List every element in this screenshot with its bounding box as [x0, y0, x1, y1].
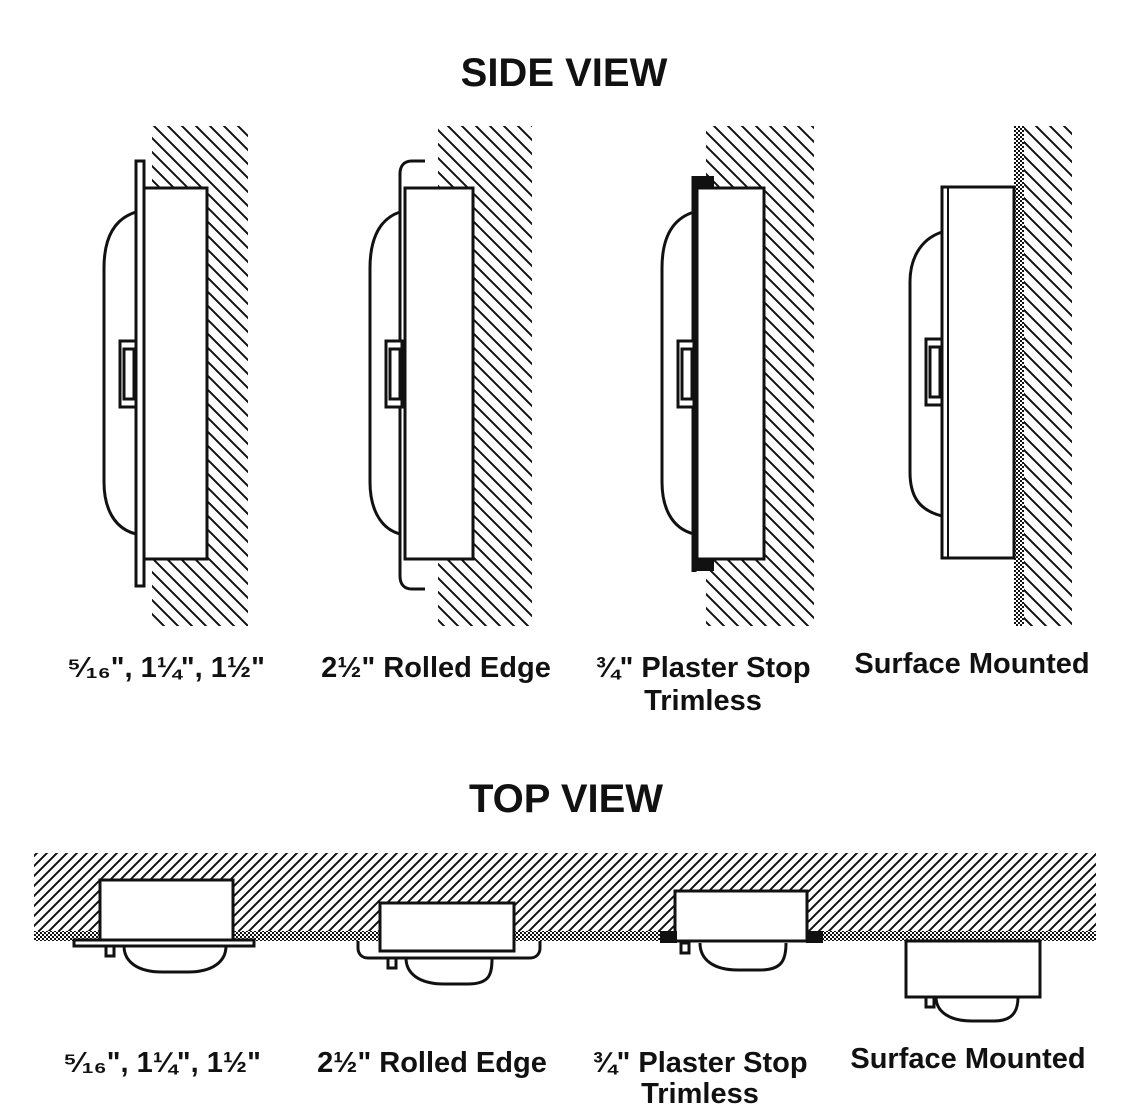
door-profile [908, 230, 943, 518]
rolled-edge-trim [356, 941, 542, 960]
side-view-rolled-edge [368, 126, 532, 626]
top-label-rolled-edge: 2½" Rolled Edge [317, 1047, 547, 1079]
side-label-rolled-edge: 2½" Rolled Edge [321, 652, 551, 684]
door-profile [404, 957, 494, 986]
plaster-stop-left [660, 931, 677, 943]
plaster-stop-bottom [692, 559, 714, 571]
top-label-plaster-stop-line2: Trimless [641, 1078, 759, 1110]
door-handle [386, 956, 398, 970]
wall-hatch [1022, 126, 1072, 626]
cabinet-box [378, 901, 516, 953]
door-profile [698, 942, 788, 972]
cabinet-box [695, 186, 766, 561]
top-label-surface-mounted: Surface Mounted [850, 1043, 1085, 1075]
top-label-plaster-stop-line1: ¾" Plaster Stop [592, 1047, 807, 1079]
side-view-heading: SIDE VIEW [461, 51, 668, 95]
top-label-flush-flange: ⁵⁄₁₆", 1¼", 1½" [63, 1047, 261, 1079]
door-handle [679, 941, 691, 955]
door-handle-inner [388, 347, 402, 401]
door-handle [104, 944, 116, 958]
cabinet-box [940, 185, 1016, 560]
door-profile [122, 945, 228, 974]
side-view-plaster-stop [660, 126, 814, 626]
cabinet-box [403, 186, 475, 561]
cabinet-box [98, 878, 235, 942]
door-profile [660, 210, 695, 536]
door-profile [368, 210, 401, 536]
side-label-flush-flange: ⁵⁄₁₆", 1¼", 1½" [67, 652, 265, 684]
top-view-flush-flange [72, 878, 256, 974]
door-profile [102, 210, 137, 536]
cabinet-box [673, 889, 809, 943]
door-handle [924, 995, 936, 1009]
plaster-stop-right [806, 931, 823, 943]
side-label-plaster-stop-line1: ¾" Plaster Stop [595, 652, 810, 684]
door-handle-inner [928, 345, 942, 399]
cabinet-box [138, 186, 209, 561]
side-view-surface-mounted [908, 126, 1072, 626]
cabinet-box [904, 939, 1042, 999]
top-view-rolled-edge [356, 901, 542, 986]
top-view-plaster-stop [660, 889, 823, 972]
trim-flange [72, 938, 256, 948]
plaster-stop-top [692, 176, 714, 188]
top-view-surface-mounted [904, 939, 1042, 1023]
wall-surface-texture [34, 931, 1096, 941]
door-profile [934, 996, 1020, 1023]
door-handle-inner [122, 347, 136, 401]
side-label-surface-mounted: Surface Mounted [854, 648, 1089, 680]
side-view-flush-flange [102, 126, 248, 626]
wall-surface-texture [1014, 126, 1024, 626]
side-label-plaster-stop-line2: Trimless [644, 685, 762, 717]
door-handle-inner [680, 347, 694, 401]
top-view-heading: TOP VIEW [469, 777, 663, 821]
